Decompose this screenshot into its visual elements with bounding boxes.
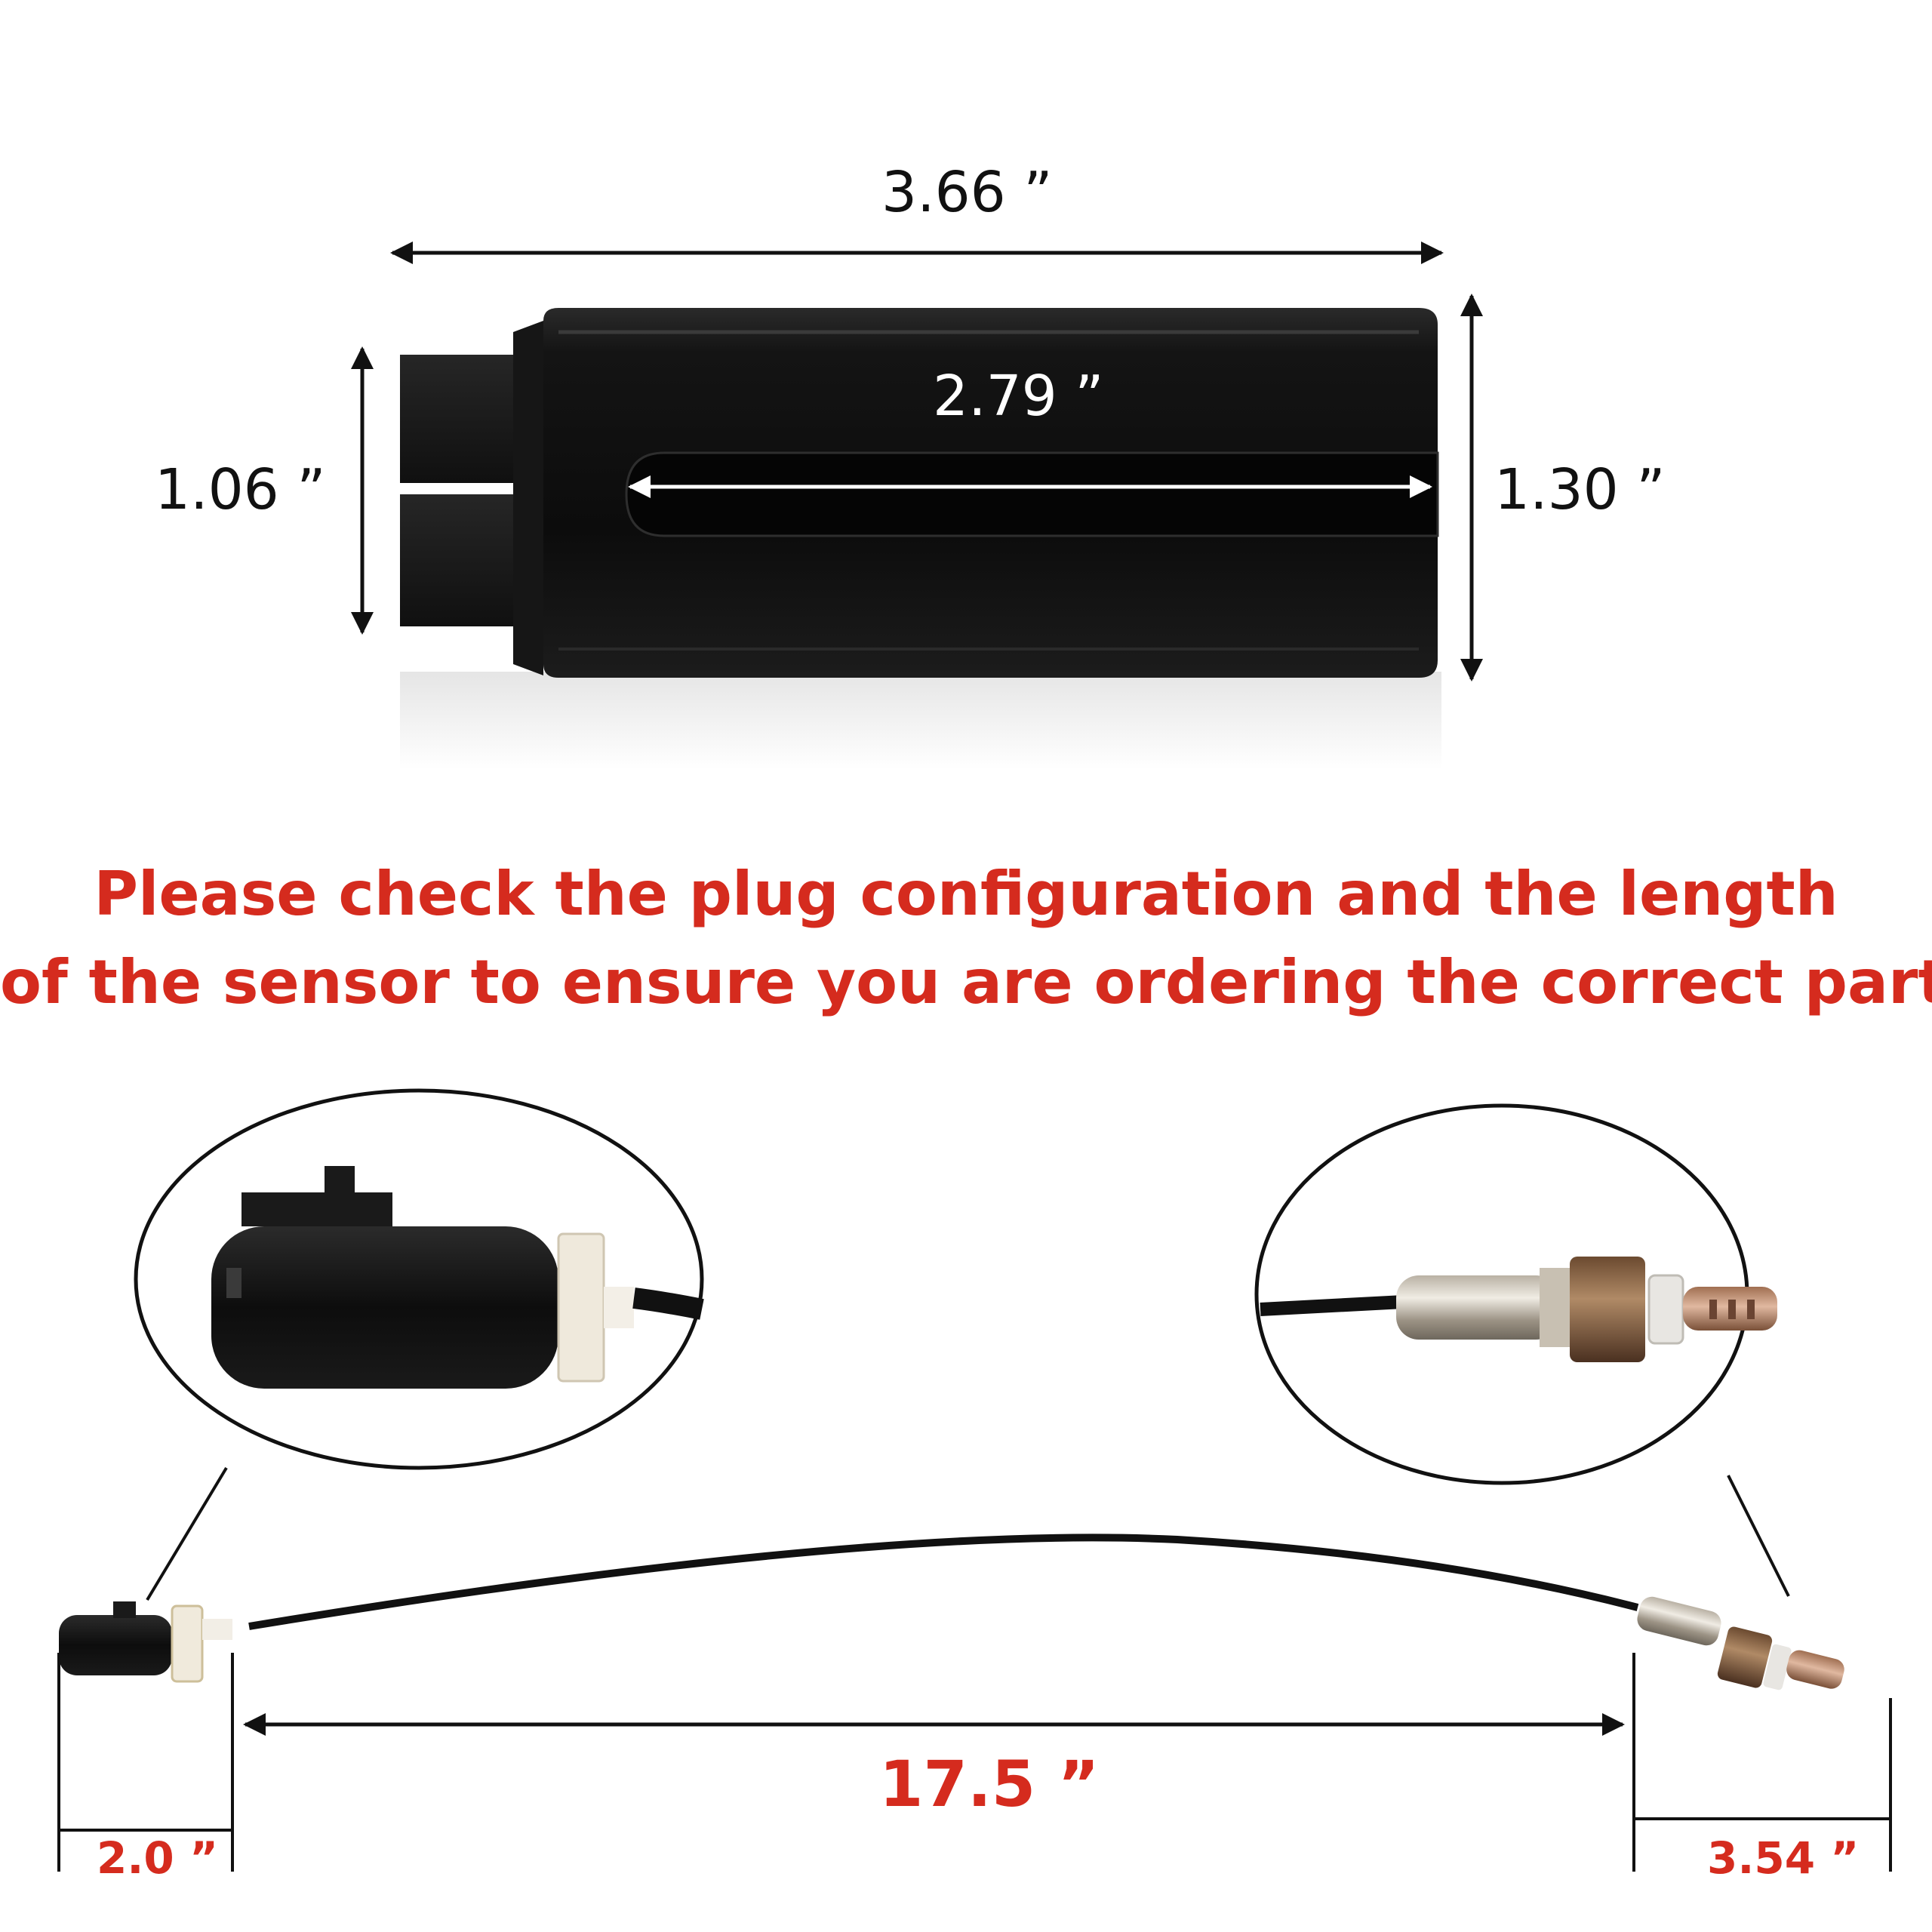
plug-seal <box>557 1232 605 1383</box>
assembly-plug <box>59 1615 172 1675</box>
assembly-sensor-sleeve <box>1637 1596 1721 1646</box>
sensor-length-label: 3.54 ” <box>1707 1832 1860 1884</box>
assembly-sensor-nut <box>1717 1626 1773 1688</box>
sensor-probe-vent <box>1747 1300 1755 1319</box>
cable-length-label: 17.5 ” <box>879 1747 1100 1821</box>
plug-zoom-circle <box>134 1088 704 1470</box>
socket-reflection <box>400 672 1441 770</box>
plug-zoom-leader <box>146 1466 228 1601</box>
assembly-plug-clip <box>113 1601 136 1618</box>
assembly-sensor-gasket <box>1763 1644 1792 1690</box>
hex-height-label: 1.06 ” <box>155 457 326 522</box>
sensor-wire <box>1260 1295 1404 1316</box>
plug-clip <box>242 1166 392 1226</box>
assembly-plug-boot <box>202 1619 232 1640</box>
plug-wire <box>632 1287 704 1320</box>
plug-boot <box>604 1287 634 1328</box>
sensor-sleeve <box>1396 1275 1558 1340</box>
sensor-cable <box>248 1534 1639 1630</box>
socket-neck <box>513 321 543 675</box>
sensor-zoom-circle <box>1254 1103 1777 1485</box>
sensor-zoom-leader <box>1727 1475 1790 1597</box>
oxygen-sensor-socket <box>400 308 1441 770</box>
sensor-probe-vent <box>1709 1300 1717 1319</box>
notice-line-1: Please check the plug configuration and … <box>94 859 1838 929</box>
sensor-collar <box>1540 1268 1570 1347</box>
plug-key <box>226 1268 242 1298</box>
sensor-gasket <box>1647 1274 1684 1345</box>
slot-length-label: 2.79 ” <box>933 364 1104 429</box>
body-diameter-label: 1.30 ” <box>1494 457 1666 522</box>
socket-hex-upper <box>400 355 513 483</box>
socket-slot <box>625 451 1439 537</box>
length-total-label: 3.66 ” <box>881 160 1053 225</box>
oxygen-sensor-assembly <box>59 1534 1844 1690</box>
socket-dimension-arrows <box>351 242 1483 681</box>
sensor-dimension-lines <box>57 1653 1892 1872</box>
sensor-probe-vent <box>1728 1300 1736 1319</box>
assembly-sensor-probe <box>1786 1650 1844 1689</box>
sensor-hex-nut <box>1570 1257 1645 1362</box>
socket-hex-lower <box>400 494 513 626</box>
plug-length-label: 2.0 ” <box>97 1832 219 1884</box>
assembly-plug-seal <box>171 1604 204 1683</box>
plug-connector-body <box>211 1226 558 1389</box>
notice-line-2: of the sensor to ensure you are ordering… <box>0 947 1932 1017</box>
